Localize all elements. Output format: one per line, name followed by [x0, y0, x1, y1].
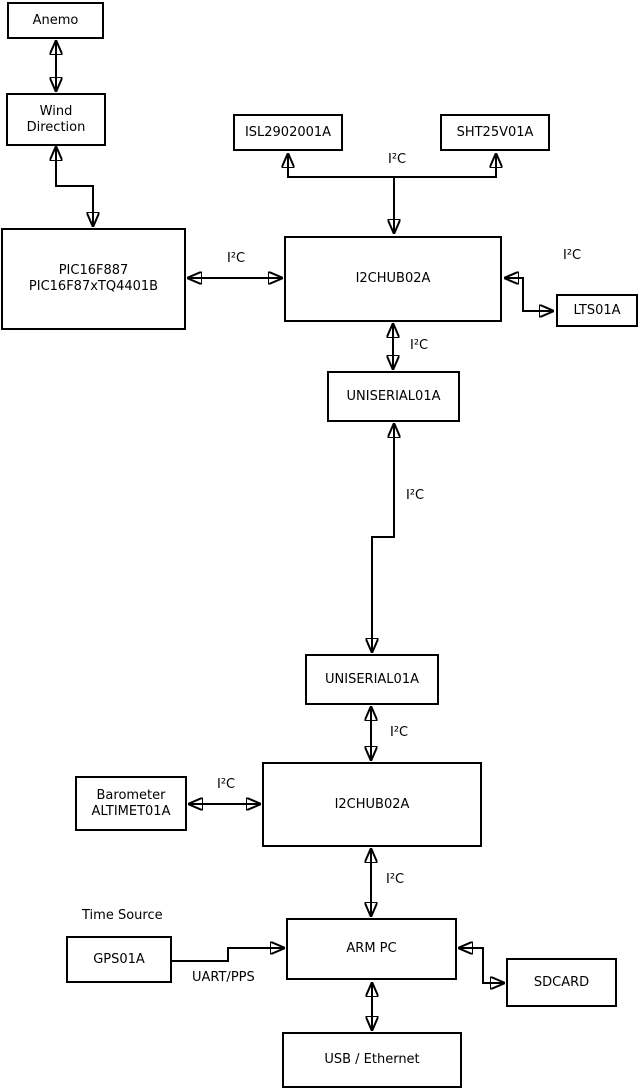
box-barometer-line1: Barometer	[96, 787, 166, 803]
box-isl2902001a-label: ISL2902001A	[244, 124, 332, 140]
box-sdcard-label: SDCARD	[533, 974, 590, 990]
box-anemo: Anemo	[7, 2, 104, 39]
label-time-source: Time Source	[82, 908, 163, 923]
box-pic16f887-line1: PIC16F887	[58, 263, 129, 278]
box-uniserial01a-lower: UNISERIAL01A	[305, 654, 439, 705]
label-i2c-pic-hub: I²C	[227, 251, 246, 266]
box-arm-pc: ARM PC	[286, 918, 457, 980]
box-arm-pc-label: ARM PC	[346, 941, 397, 956]
box-wind-direction-line2: Direction	[26, 119, 86, 135]
connector-i2chub-lts	[504, 278, 554, 311]
label-i2c-uniserial-link: I²C	[406, 488, 425, 503]
label-uart-pps: UART/PPS	[192, 970, 255, 985]
label-i2c-barometer: I²C	[217, 777, 236, 792]
box-sdcard: SDCARD	[506, 958, 617, 1007]
connector-armpc-sdcard	[458, 948, 505, 983]
connector-i2chub-sensors	[288, 153, 496, 234]
box-i2chub02a-bottom-label: I2CHUB02A	[334, 796, 410, 812]
label-i2c-sensor-bus: I²C	[388, 152, 407, 167]
box-usb-ethernet-label: USB / Ethernet	[324, 1052, 420, 1067]
box-anemo-label: Anemo	[32, 12, 79, 28]
box-gps01a-label: GPS01A	[93, 951, 145, 967]
box-barometer-line2: ALTIMET01A	[91, 803, 171, 819]
box-i2chub02a-top: I2CHUB02A	[284, 236, 502, 322]
connector-gps-armpc	[172, 948, 285, 962]
box-uniserial01a-upper: UNISERIAL01A	[327, 371, 460, 422]
box-usb-ethernet: USB / Ethernet	[282, 1032, 462, 1088]
label-i2c-uniserial-hub-bottom: I²C	[390, 725, 409, 740]
box-lts01a: LTS01A	[556, 294, 638, 327]
box-sht25v01a: SHT25V01A	[440, 114, 550, 151]
box-barometer: Barometer ALTIMET01A	[75, 776, 187, 831]
label-i2c-hub-uniserial-upper: I²C	[410, 338, 429, 353]
box-pic16f887: PIC16F887 PIC16F87xTQ4401B	[1, 228, 186, 330]
box-gps01a: GPS01A	[66, 936, 172, 983]
connector-uniserial-uniserial	[372, 423, 394, 653]
box-uniserial01a-lower-label: UNISERIAL01A	[325, 671, 419, 687]
box-i2chub02a-top-label: I2CHUB02A	[355, 271, 431, 286]
box-wind-direction: Wind Direction	[6, 93, 106, 146]
box-wind-direction-line1: Wind	[39, 103, 73, 119]
connector-wind-pic	[56, 146, 93, 227]
box-lts01a-label: LTS01A	[573, 302, 621, 318]
box-sht25v01a-label: SHT25V01A	[456, 124, 534, 140]
box-i2chub02a-bottom: I2CHUB02A	[262, 762, 482, 847]
box-uniserial01a-upper-label: UNISERIAL01A	[346, 388, 441, 404]
label-i2c-hub-lts: I²C	[563, 248, 582, 263]
box-isl2902001a: ISL2902001A	[233, 114, 343, 151]
box-pic16f887-line2: PIC16F87xTQ4401B	[28, 279, 159, 294]
label-i2c-hub-armpc: I²C	[386, 872, 405, 887]
